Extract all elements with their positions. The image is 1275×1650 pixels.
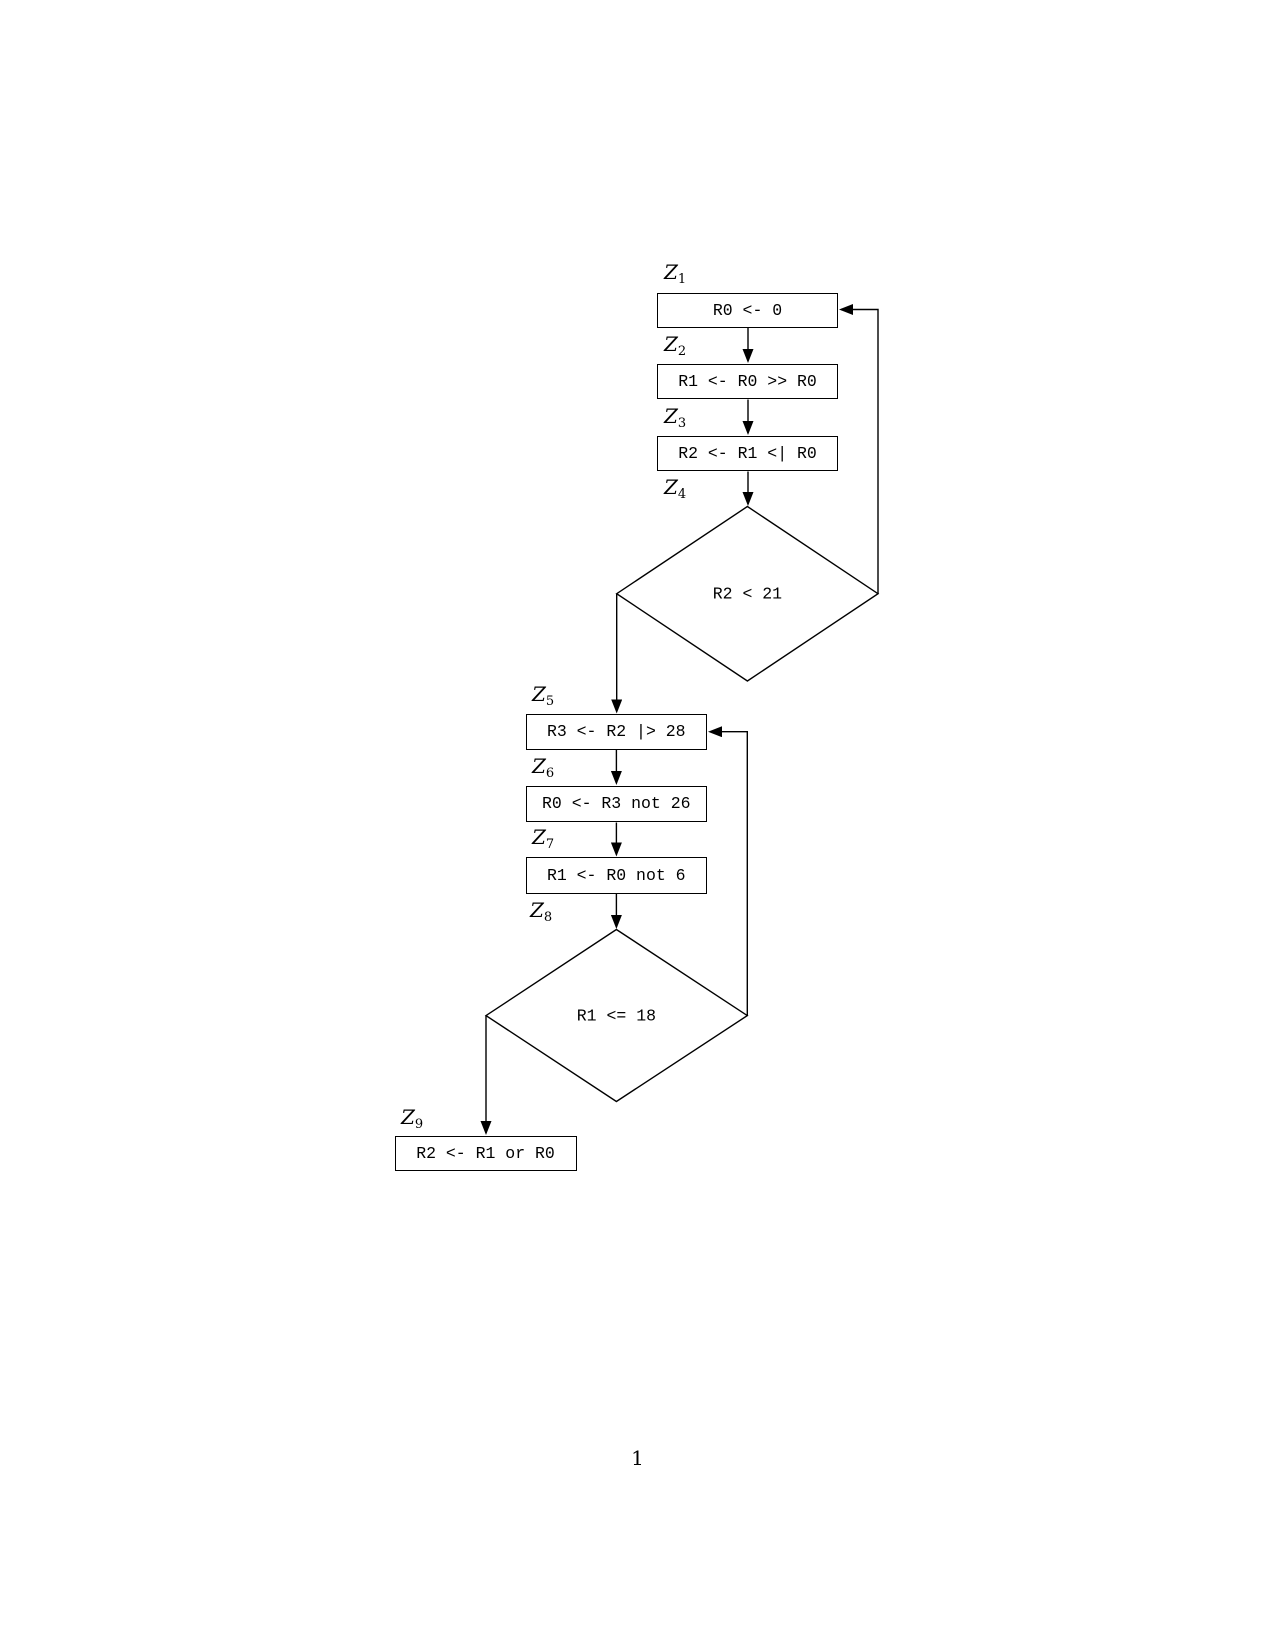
node-z1-label: Z1 bbox=[664, 260, 687, 287]
node-z4-diamond-shape bbox=[615, 505, 880, 682]
node-z5-label: Z5 bbox=[532, 682, 555, 709]
page-number: 1 bbox=[631, 1446, 644, 1470]
node-z8-condition-text: R1 <= 18 bbox=[576, 1006, 656, 1026]
node-z2-box: R1 <- R0 >> R0 bbox=[657, 363, 838, 399]
node-z3-box: R2 <- R1 <| R0 bbox=[657, 435, 838, 471]
node-z9-box: R2 <- R1 or R0 bbox=[394, 1135, 577, 1171]
node-z2-label: Z2 bbox=[664, 332, 687, 359]
node-z9-label: Z9 bbox=[401, 1105, 424, 1132]
node-z4-condition-text: R2 < 21 bbox=[712, 584, 783, 604]
node-z6-label: Z6 bbox=[532, 754, 555, 781]
node-z6-box: R0 <- R3 not 26 bbox=[525, 785, 707, 822]
node-z7-label: Z7 bbox=[532, 825, 555, 852]
node-z3-label: Z3 bbox=[664, 404, 687, 431]
node-z8-label: Z8 bbox=[530, 898, 553, 925]
edge-z4-z1-loop bbox=[839, 304, 879, 594]
node-z8-diamond-shape bbox=[484, 928, 749, 1103]
node-z7-box: R1 <- R0 not 6 bbox=[525, 857, 707, 894]
node-z5-box: R3 <- R2 |> 28 bbox=[525, 714, 707, 750]
node-z1-box: R0 <- 0 bbox=[657, 292, 838, 328]
edge-z8-z5-loop bbox=[708, 726, 748, 1016]
node-z4-label: Z4 bbox=[664, 475, 687, 502]
